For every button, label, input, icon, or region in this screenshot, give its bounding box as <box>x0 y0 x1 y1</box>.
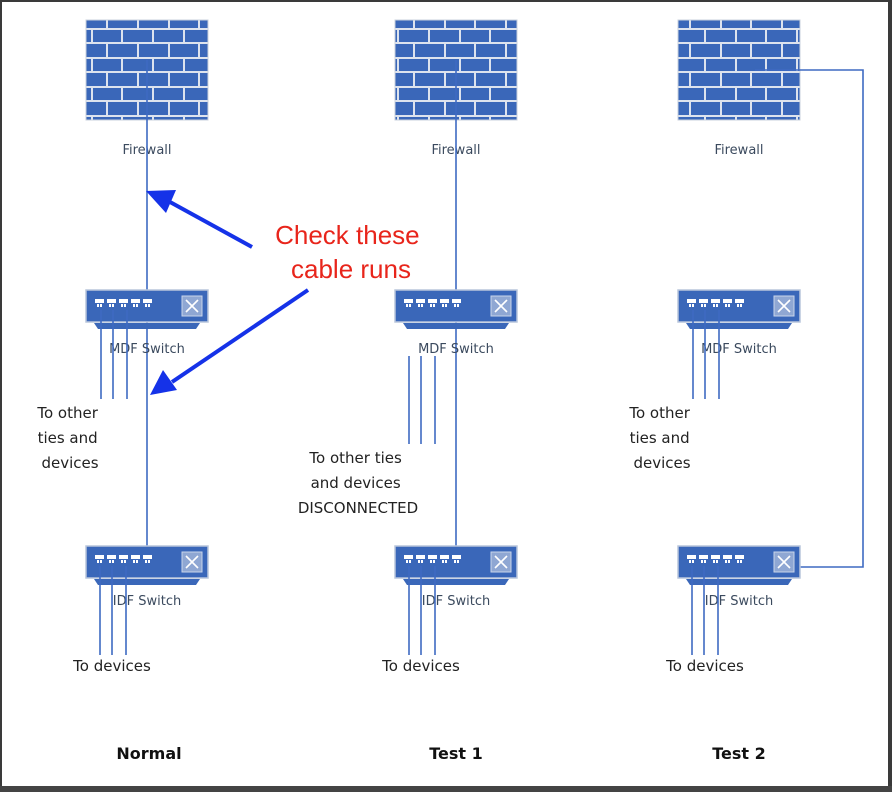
direct-uplink-cable <box>755 69 864 568</box>
column-title: Test 2 <box>712 744 766 763</box>
mdf-tie-cables <box>100 310 128 399</box>
idf-device-cables <box>691 566 719 655</box>
idf-devices-note: To devices <box>665 657 744 675</box>
mdf-switch-label: MDF Switch <box>109 342 185 357</box>
column-test2: Firewall MDF Switch To other ties and de… <box>628 19 864 763</box>
idf-switch-label: IDF Switch <box>113 594 181 609</box>
mdf-tie-cables <box>692 310 720 399</box>
arrow-to-lower-cable <box>150 288 310 395</box>
idf-device-cables <box>99 566 127 655</box>
column-title: Test 1 <box>429 744 483 763</box>
column-title: Normal <box>116 744 181 763</box>
column-normal: Firewall MDF Switch To other ties and de… <box>36 19 209 763</box>
mdf-switch-icon <box>85 289 209 330</box>
idf-switch-icon <box>677 545 801 586</box>
callout-text: Check these cable runs <box>275 220 427 284</box>
page-edge <box>0 786 892 792</box>
mdf-ties-note: To other ties and devices <box>36 404 102 472</box>
callout: Check these cable runs <box>146 190 427 395</box>
disconnected-note: To other ties and devices DISCONNECTED <box>298 449 418 517</box>
idf-device-cables <box>408 566 436 655</box>
idf-switch-label: IDF Switch <box>422 594 490 609</box>
idf-devices-note: To devices <box>381 657 460 675</box>
mdf-switch-label: MDF Switch <box>418 342 494 357</box>
column-test1: Firewall MDF Switch To other ties and de… <box>298 19 518 763</box>
arrow-to-upper-cable <box>146 190 253 249</box>
mdf-ties-note: To other ties and devices <box>628 404 694 472</box>
idf-switch-icon <box>85 545 209 586</box>
mdf-switch-icon <box>394 289 518 330</box>
idf-switch-icon <box>394 545 518 586</box>
mdf-switch-label: MDF Switch <box>701 342 777 357</box>
disconnected-tie-cables <box>408 356 436 444</box>
firewall-label: Firewall <box>714 143 763 158</box>
idf-devices-note: To devices <box>72 657 151 675</box>
mdf-switch-icon <box>677 289 801 330</box>
idf-switch-label: IDF Switch <box>705 594 773 609</box>
